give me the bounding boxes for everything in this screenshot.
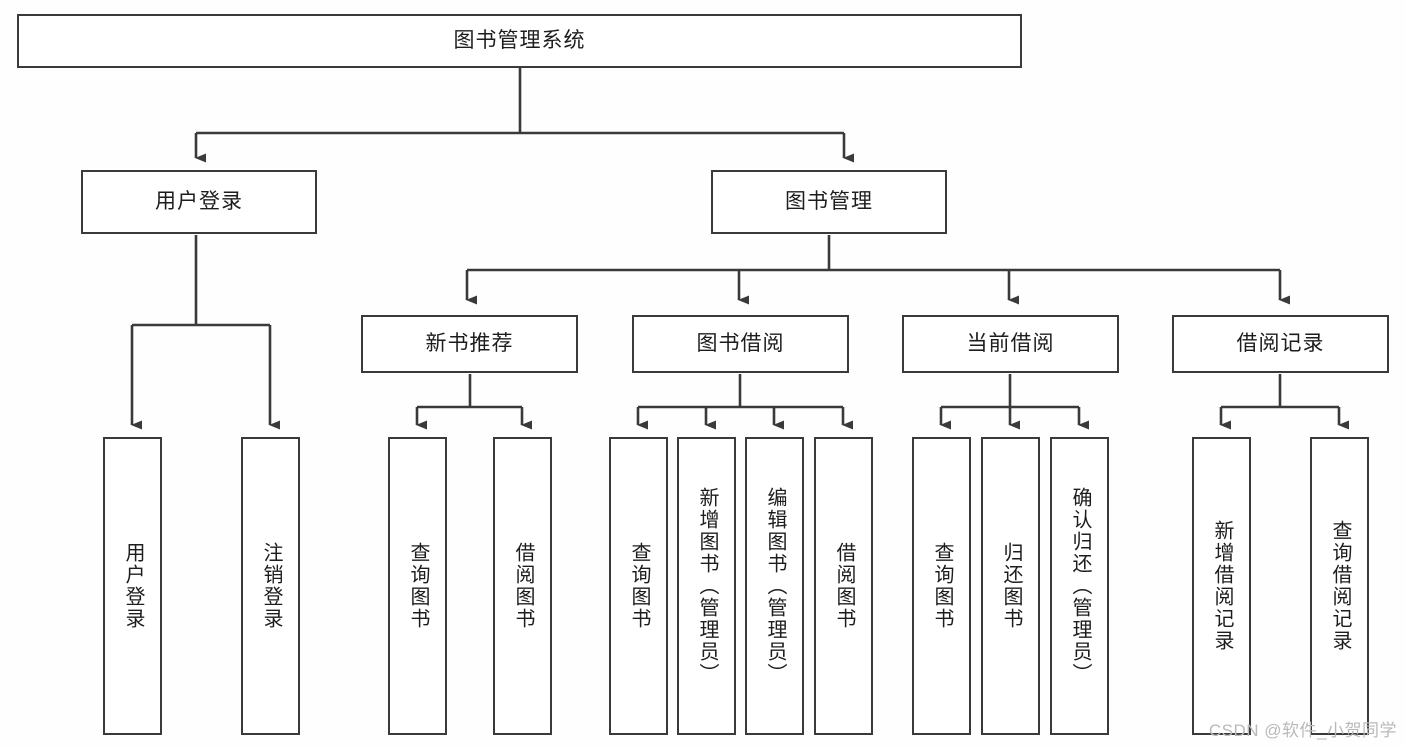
node-label: 图书管理: [785, 190, 873, 214]
leaf-user-login[interactable]: 用户登录: [103, 437, 162, 735]
node-label: 查询图书: [407, 542, 429, 630]
node-book-management[interactable]: 图书管理: [711, 170, 947, 234]
leaf-logout[interactable]: 注销登录: [241, 437, 300, 735]
node-label: 用户登录: [155, 190, 243, 214]
leaf-query-borrow-record[interactable]: 查询借阅记录: [1310, 437, 1369, 735]
leaf-borrow-book-bb[interactable]: 借阅图书: [814, 437, 873, 735]
leaf-edit-book-admin[interactable]: 编辑图书（管理员）: [745, 437, 804, 735]
node-current-borrow[interactable]: 当前借阅: [902, 315, 1119, 373]
node-label: 借阅图书: [512, 542, 534, 630]
leaf-add-book-admin[interactable]: 新增图书（管理员）: [677, 437, 736, 735]
leaf-add-borrow-record[interactable]: 新增借阅记录: [1192, 437, 1251, 735]
node-label: 当前借阅: [966, 332, 1055, 356]
node-borrow-record[interactable]: 借阅记录: [1172, 315, 1389, 373]
node-new-book-recommend[interactable]: 新书推荐: [361, 315, 578, 373]
node-label: 归还图书: [1000, 542, 1022, 630]
node-label: 查询图书: [628, 542, 650, 630]
leaf-return-book[interactable]: 归还图书: [981, 437, 1040, 735]
node-label: 新增借阅记录: [1211, 520, 1233, 652]
node-user-login[interactable]: 用户登录: [81, 170, 317, 234]
node-book-borrow[interactable]: 图书借阅: [632, 315, 849, 373]
node-label: 借阅图书: [833, 542, 855, 630]
leaf-query-book-nbr[interactable]: 查询图书: [388, 437, 447, 735]
node-label: 查询图书: [931, 542, 953, 630]
leaf-confirm-return-admin[interactable]: 确认归还（管理员）: [1050, 437, 1109, 735]
node-label: 借阅记录: [1236, 332, 1325, 356]
node-label: 确认归还（管理员）: [1069, 487, 1091, 685]
leaf-borrow-book-nbr[interactable]: 借阅图书: [493, 437, 552, 735]
node-label: 新书推荐: [425, 332, 514, 356]
leaf-query-book-bb[interactable]: 查询图书: [609, 437, 668, 735]
node-root-library-system[interactable]: 图书管理系统: [17, 14, 1022, 68]
leaf-query-book-cb[interactable]: 查询图书: [912, 437, 971, 735]
node-label: 注销登录: [260, 542, 282, 630]
node-label: 查询借阅记录: [1329, 520, 1351, 652]
node-label: 图书管理系统: [453, 29, 586, 53]
node-label: 用户登录: [122, 542, 144, 630]
node-label: 新增图书（管理员）: [696, 487, 718, 685]
node-label: 图书借阅: [696, 332, 785, 356]
node-label: 编辑图书（管理员）: [764, 487, 786, 685]
